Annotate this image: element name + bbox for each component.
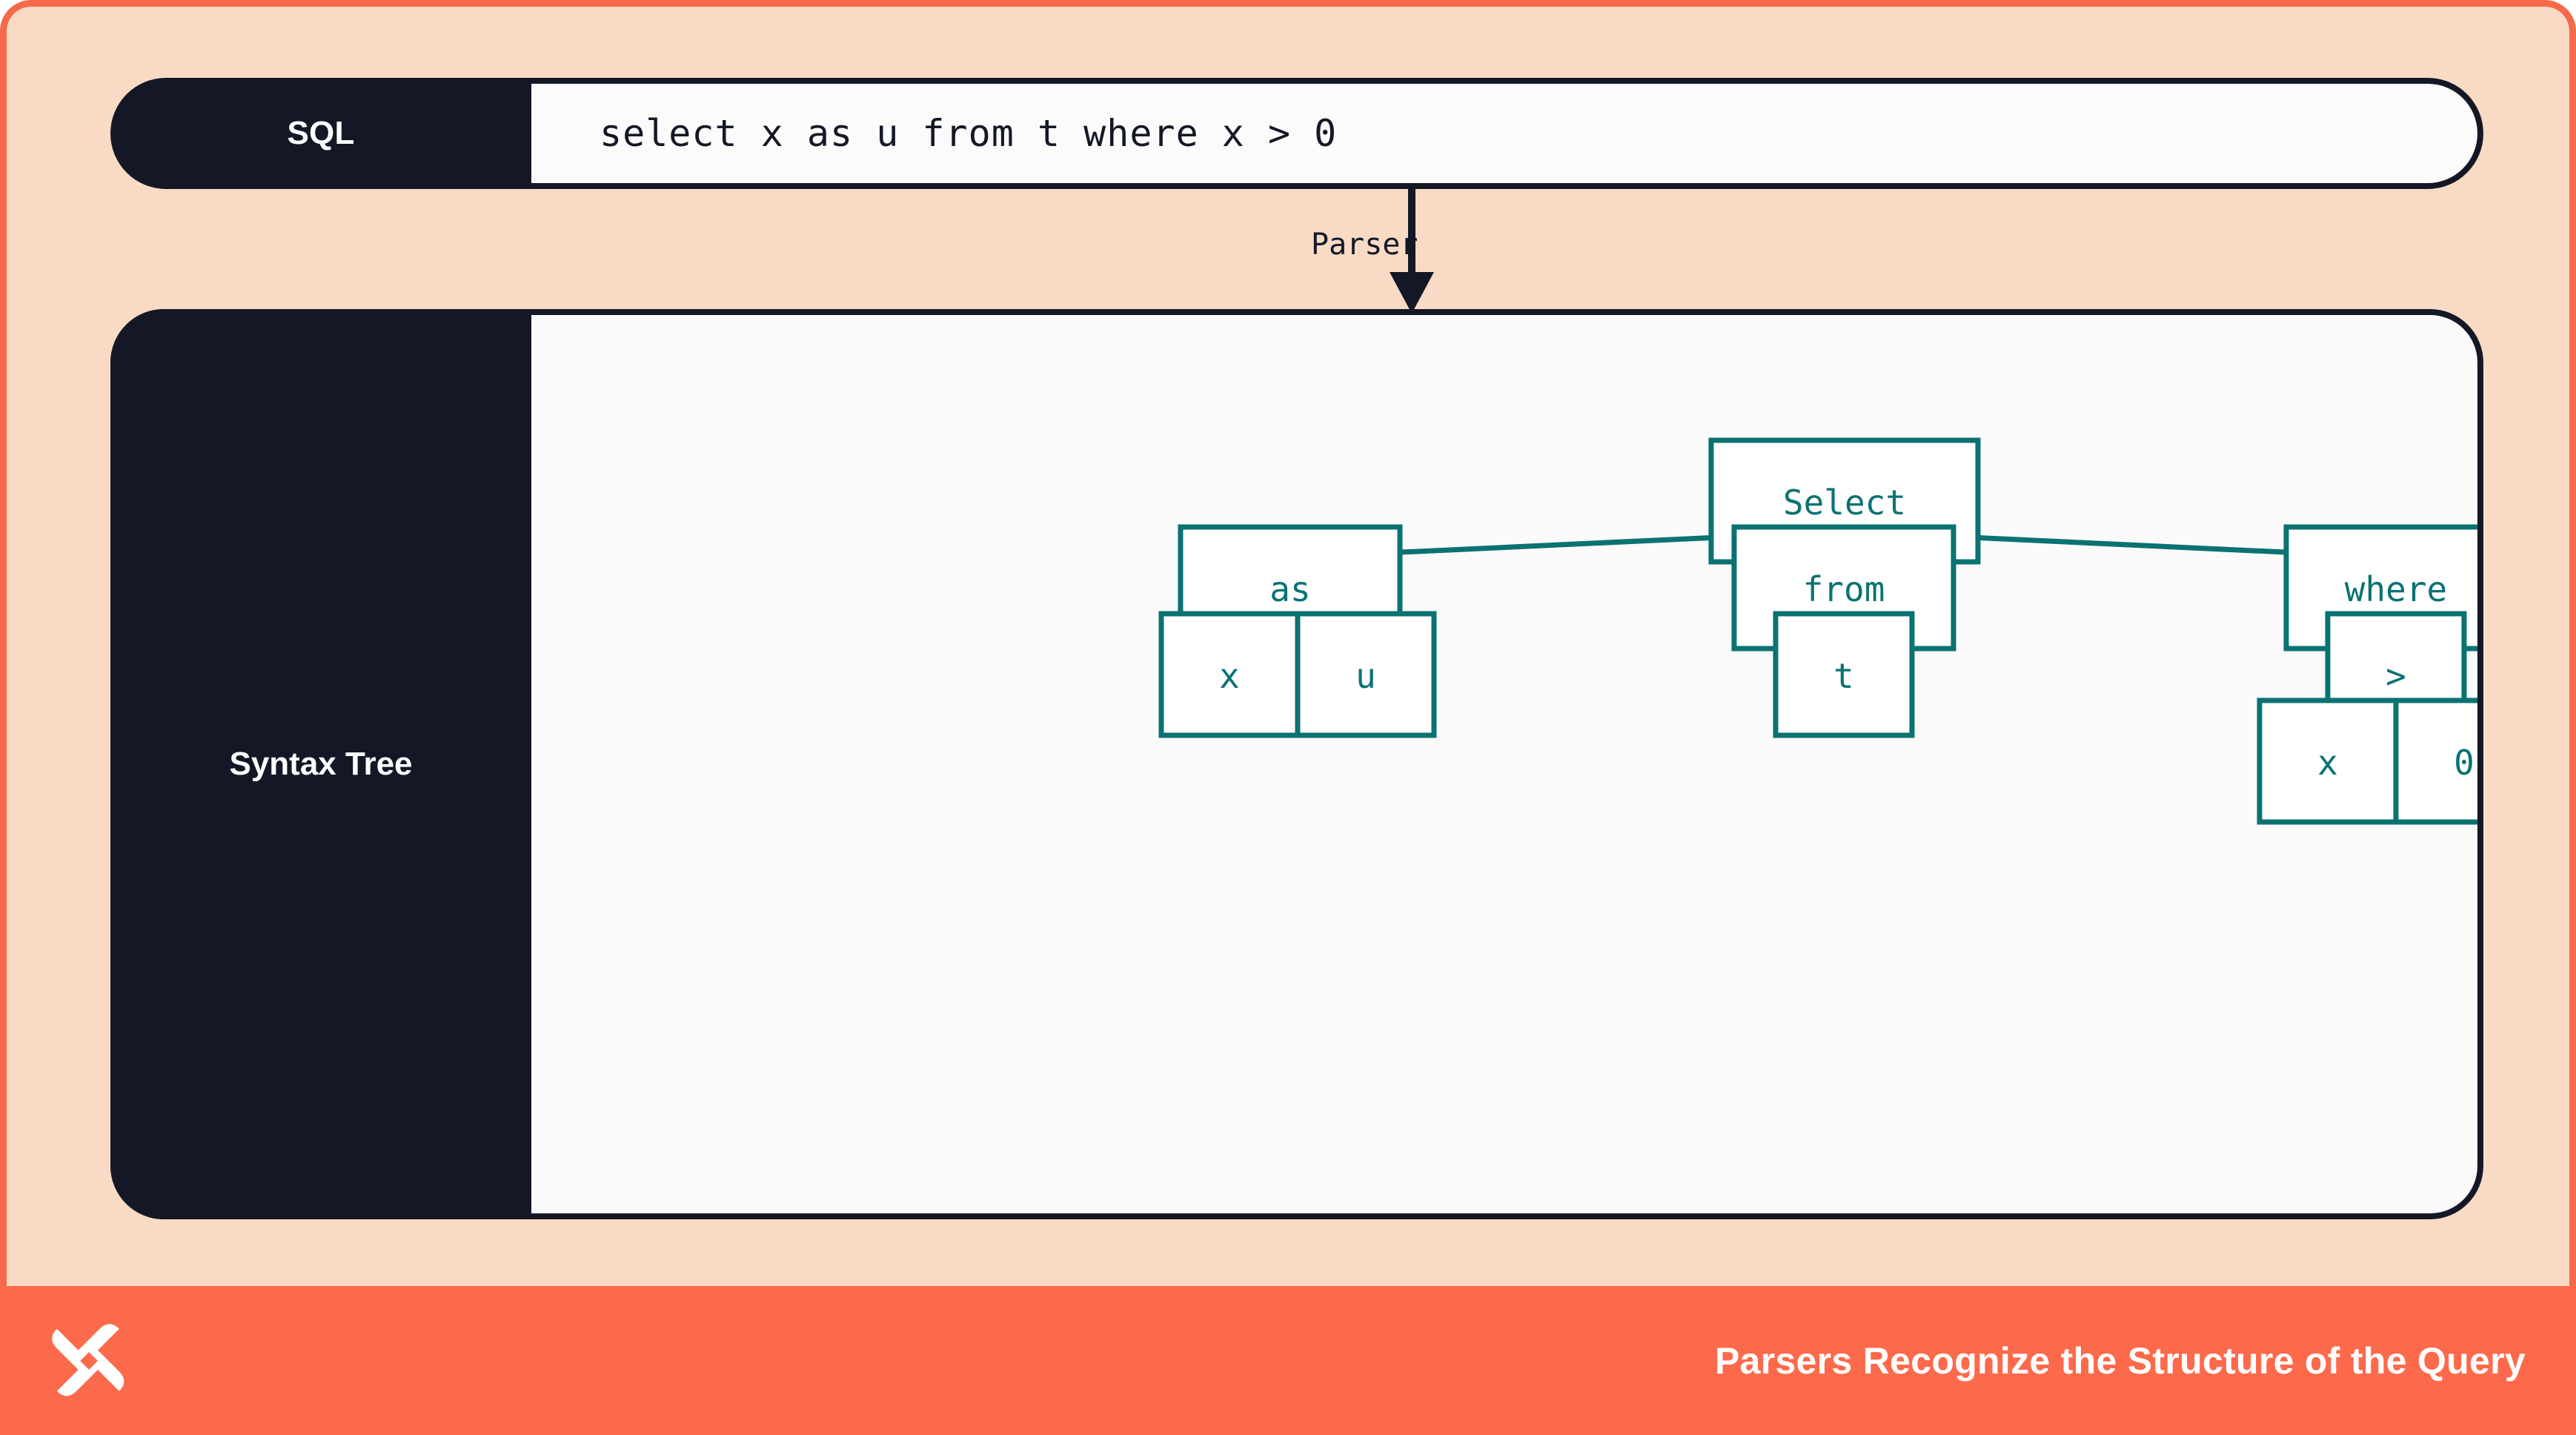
sql-query-input[interactable]: select x as u from t where x > 0: [531, 84, 2477, 183]
tree-node-box: [1158, 611, 1301, 738]
tree-node-box: [1295, 611, 1437, 738]
parser-label: Parser: [1311, 228, 1418, 262]
tree-node-layer: Select as from where x u t > x 0: [1158, 437, 2477, 825]
sql-label: SQL: [287, 115, 355, 151]
syntax-tree-graph: Select as from where x u t > x 0: [1158, 437, 2477, 825]
tree-node-label: x: [2317, 743, 2338, 783]
tree-node-label: 0: [2454, 743, 2474, 783]
tree-node-t[interactable]: t: [1773, 611, 1915, 738]
tree-node-label: where: [2345, 569, 2447, 609]
parser-flow-arrow: Parser: [1267, 189, 1578, 314]
tree-node-box: [2393, 697, 2477, 825]
tree-node-box: [1773, 611, 1915, 738]
tree-node-label: >: [2386, 656, 2406, 696]
tree-node-x1[interactable]: x: [1158, 611, 1301, 738]
footer-bar: Parsers Recognize the Structure of the Q…: [0, 1286, 2576, 1435]
tree-node-label: x: [1219, 656, 1240, 696]
footer-caption: Parsers Recognize the Structure of the Q…: [1714, 1339, 2526, 1382]
syntax-tree-canvas: Select as from where x u t > x 0: [531, 315, 2477, 1213]
tree-node-label: Select: [1783, 483, 1906, 523]
arrow-down-icon: [1390, 189, 1434, 314]
syntax-tree-label: Syntax Tree: [229, 746, 413, 782]
syntax-tree-panel: Syntax Tree Select as from where x u t > x 0: [110, 309, 2483, 1219]
tree-node-label: t: [1833, 656, 1854, 696]
x-star-logo-icon: [52, 1323, 125, 1396]
content-card: SQL select x as u from t where x > 0 Par…: [0, 0, 2576, 1297]
tree-node-zero[interactable]: 0: [2393, 697, 2477, 825]
tree-node-label: from: [1803, 569, 1885, 609]
sql-input-row: SQL select x as u from t where x > 0: [110, 78, 2483, 189]
tree-node-label: as: [1269, 569, 1310, 609]
tree-node-label: u: [1355, 656, 1376, 696]
syntax-tree-sidebar: Syntax Tree: [110, 309, 531, 1219]
tree-node-x2[interactable]: x: [2257, 697, 2399, 825]
tree-node-u[interactable]: u: [1295, 611, 1437, 738]
tree-node-box: [2257, 697, 2399, 825]
